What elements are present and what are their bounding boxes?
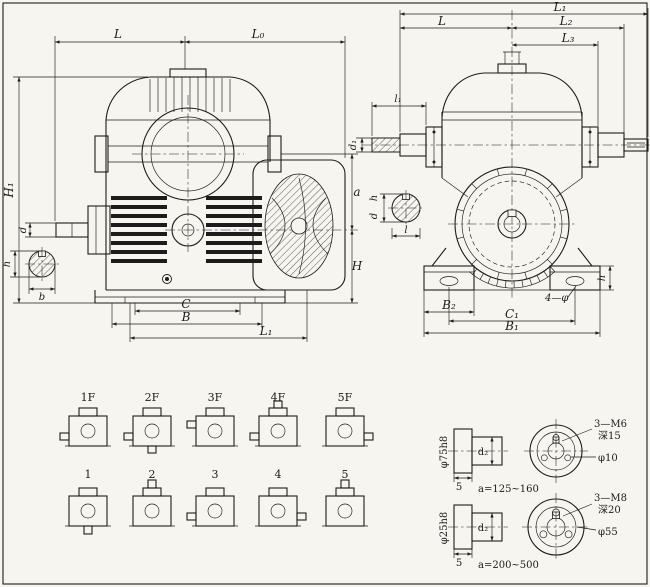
dim-label-B: B [181,310,191,324]
centre-distance-range: a=125~160 [478,484,539,495]
dim-label-h: h [369,195,380,201]
dim-label-L1: L₁ [259,324,273,338]
hub-keyway [507,209,517,217]
shaft-detail-2: φ25h8 d₂ 5 a=200~500 3—M8 深20 φ55 [439,493,627,571]
step-label: 5 [456,558,462,569]
right-view-dimension-lines [360,12,648,335]
variant-label-4: 4 [275,468,282,481]
variant-icon-1 [65,487,111,535]
variant-icon-5F [322,407,374,447]
output-bearing-housing [87,205,111,255]
tap-hole [539,530,548,539]
dim-label-L2: L₂ [559,14,573,28]
fan-shroud [252,159,346,291]
variant-label-5F: 5F [338,391,353,404]
left-view-dimension-lines [13,40,354,340]
tap-callout: 3—M8 [594,493,627,504]
dim-label-L0: L₀ [251,27,265,41]
variant-icon-2 [129,479,175,527]
foot-left [423,265,475,291]
bore-callout: φ10 [598,453,618,464]
shaft-detail-1: φ75h8 d₂ 5 a=125~160 3—M6 深15 φ10 [439,419,627,495]
dim-label-d: d [18,227,29,233]
dim-label-b: b [39,292,45,303]
cap-fins [149,77,231,112]
base [94,290,286,304]
dim-label-l1: l₁ [394,94,401,105]
dim-label-h-foot: h [597,275,608,281]
tap-hole [552,434,560,441]
dim-label-a: a [353,185,360,199]
dim-label-d1: d₁ [348,140,359,150]
dim-label-4-phi: 4—φ [544,293,568,304]
tap-depth: 深15 [598,430,621,442]
variant-icon-3 [186,487,238,527]
shaft-dia-label: φ25h8 [439,512,450,545]
dim-label-H1: H₁ [2,182,16,198]
d2-label: d₂ [478,447,488,458]
right-view-extension-lines [356,8,649,337]
variant-icon-5 [322,479,368,527]
dim-label-C: C [181,297,190,311]
variant-label-1: 1 [85,468,92,481]
worm-teeth [468,266,556,289]
fan-hub [290,217,308,235]
tap-callout: 3—M6 [594,419,627,430]
step-label: 5 [456,482,462,493]
dim-label-B2: B₂ [441,298,456,312]
dim-label-L: L [437,14,446,28]
d2-label: d₂ [478,523,488,534]
dim-label-h: h [2,261,13,267]
tap-hole [564,530,573,539]
worm-shaft-right-end [623,138,649,152]
variant-icon-1F [59,407,111,447]
rim-lugs [456,168,568,280]
bearing-cap-left [94,135,109,173]
variant-label-1F: 1F [81,391,96,404]
tap-hole [552,508,560,517]
dim-label-L3: L₃ [561,31,575,45]
tap-hole [540,454,548,462]
worm-shaft-left-end [371,137,401,153]
wheel-housing [454,166,570,282]
variant-icon-4F [249,400,301,447]
variant-icon-2F [123,407,175,454]
dim-label-L: L [113,27,122,41]
variant-label-2: 2 [149,468,156,481]
foot-right [549,265,601,291]
left-view: L L₀ H₁ d h b C B L₁ a H [2,27,363,342]
bore-callout: φ55 [598,527,618,538]
variant-label-2F: 2F [145,391,160,404]
dim-label-l: l [404,225,407,236]
dim-label-C1: C₁ [505,307,519,321]
dim-label-B1: B₁ [504,319,519,333]
centre-distance-range: a=200~500 [478,560,539,571]
variant-label-3: 3 [212,468,219,481]
mount-slot-right [565,276,585,286]
variant-icon-3F [186,407,238,447]
dim-label-H: H [351,259,363,273]
variant-label-5: 5 [342,468,349,481]
variant-icon-4 [255,487,307,527]
variant-label-4F: 4F [271,391,286,404]
right-view: L₁ L L₂ L₃ l₁ d₁ h d l B₂ C₁ B₁ 4—φ h [348,0,650,337]
cooling-fins [111,196,262,263]
left-view-extension-lines [10,36,358,342]
mount-slot-left [439,276,459,286]
tap-depth: 深20 [598,504,621,516]
mounting-variants: 1F 2F 3F 4F 5F [59,391,374,535]
variant-label-3F: 3F [208,391,223,404]
tap-hole [564,454,572,462]
dim-label-L1: L₁ [553,0,567,14]
shaft-dia-label: φ75h8 [439,436,450,469]
dim-label-d: d [369,213,380,219]
